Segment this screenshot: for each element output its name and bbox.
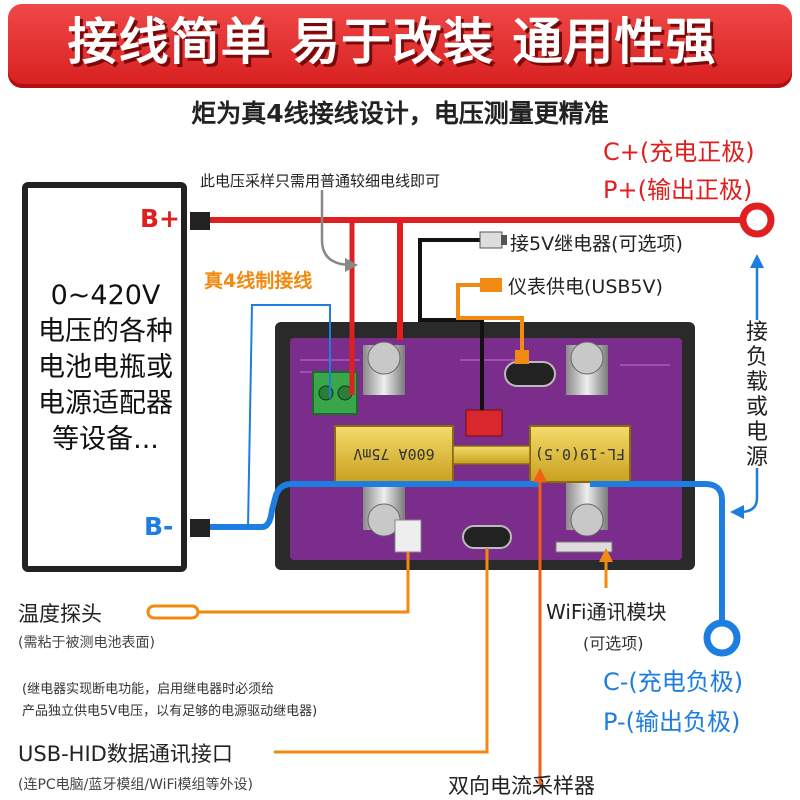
battery-line-2: 电池电瓶或 — [38, 352, 173, 383]
usb-power-wire — [456, 283, 524, 355]
c-plus-terminal-ring — [739, 202, 775, 238]
thin-wire-arrow — [320, 190, 353, 267]
wifi-module-slot — [555, 541, 613, 553]
temp-probe-socket — [394, 519, 422, 553]
b-minus-wire — [200, 481, 540, 530]
battery-line-4: 等设备... — [52, 424, 159, 455]
shunt-bolt-bottom-right — [566, 480, 608, 537]
title-banner — [8, 4, 792, 88]
relay-plug-icon — [479, 231, 503, 249]
relay-wire — [418, 238, 484, 410]
banner-title: 接线简单 易于改装 通用性强 — [67, 13, 717, 71]
relay-note-line-2: 产品独立供电5V电压，以有足够的电源驱动继电器) — [22, 704, 318, 719]
shunt-right-marking: FL-19(0.5) — [535, 445, 625, 463]
temp-probe-note: (需粘于被测电池表面) — [18, 635, 155, 651]
shunt-left-marking: 600A 75mV — [353, 445, 434, 463]
wifi-module-note: (可选项) — [583, 634, 644, 653]
usb-c-data-port — [462, 525, 512, 549]
b-plus-label: B+ — [140, 204, 181, 233]
temp-probe-icon — [146, 604, 200, 620]
usb-power-label: 仪表供电(USB5V) — [508, 276, 663, 298]
voltage-range: 0~420V — [50, 280, 161, 311]
c-minus-wire — [590, 481, 725, 622]
p-minus-label: P-(输出负极) — [603, 708, 741, 736]
temp-probe-label: 温度探头 — [18, 602, 102, 626]
temp-probe-wire — [196, 552, 410, 614]
c-minus-label: C-(充电负极) — [603, 668, 744, 696]
shunt-right-block — [529, 425, 631, 483]
shunt-bolt-top-right — [566, 341, 608, 395]
c-minus-terminal-ring — [703, 619, 741, 657]
battery-description: 0~420V 电压的各种 电池电瓶或 电源适配器 等设备... — [28, 278, 183, 458]
load-or-power-label: 接负载或电源 — [745, 320, 768, 470]
usb-plug-icon — [480, 278, 502, 292]
usb-hid-note: (连PC电脑/蓝牙模组/WiFi模组等外设) — [18, 777, 253, 793]
battery-device-box — [22, 182, 187, 572]
load-arrow-down — [739, 468, 759, 514]
relay-note-line-1: (继电器实现断电功能，启用继电器时必须给 — [22, 682, 275, 697]
usb-c-power-port — [504, 361, 556, 387]
shunt-left-block — [334, 425, 454, 483]
c-plus-label: C+(充电正极) — [603, 138, 755, 166]
current-sampler-label: 双向电流采样器 — [448, 774, 595, 798]
relay-connector — [465, 409, 503, 437]
usb-hid-wire — [274, 548, 489, 754]
four-wire-label: 真4线制接线 — [204, 270, 313, 292]
subtitle: 炬为真4线接线设计，电压测量更精准 — [191, 99, 609, 128]
b-minus-label: B- — [144, 512, 174, 541]
wifi-module-label: WiFi通讯模块 — [546, 600, 667, 624]
b-minus-sense-wire — [236, 304, 331, 528]
p-plus-label: P+(输出正极) — [603, 176, 753, 204]
thin-wire-note: 此电压采样只需用普通较细电线即可 — [200, 172, 441, 190]
shunt-bridge — [452, 445, 531, 465]
relay-label: 接5V继电器(可选项) — [510, 233, 683, 255]
battery-line-3: 电源适配器 — [38, 388, 173, 419]
usb-hid-label: USB-HID数据通讯接口 — [18, 742, 233, 766]
shunt-bolt-top-left — [363, 341, 405, 395]
battery-line-1: 电压的各种 — [38, 316, 173, 347]
